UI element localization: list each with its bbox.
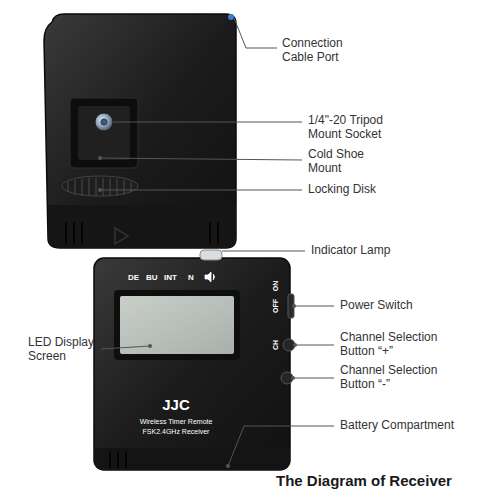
- socket-hole: [101, 119, 108, 126]
- callout-label: Connection Cable Port: [282, 37, 372, 65]
- vent-slots: [66, 222, 218, 244]
- receiver-back-view: [44, 14, 236, 248]
- switch-marking: ON: [272, 281, 280, 292]
- callout-label: LED Display Screen: [28, 336, 100, 364]
- tripod-socket: [95, 113, 113, 131]
- callout-label: Locking Disk: [308, 183, 376, 197]
- housing: [94, 258, 290, 470]
- product-name: Wireless Timer Remote: [140, 418, 213, 426]
- callout-label: Channel Selection Button “+”: [340, 331, 452, 359]
- led-display-screen: [120, 296, 234, 354]
- callout-label: Indicator Lamp: [311, 244, 390, 258]
- callout-label: Battery Compartment: [340, 419, 454, 433]
- product-name: FSK2.4GHz Receiver: [143, 428, 210, 436]
- button-marking: CH: [272, 340, 280, 350]
- switch-marking: OFF: [272, 299, 280, 313]
- cold-shoe-mount: [70, 98, 138, 168]
- callout-label: Power Switch: [340, 299, 413, 313]
- brand-logo: JJC: [162, 396, 190, 413]
- mode-indicator: INT: [164, 273, 177, 282]
- indicator-lamp: [200, 250, 222, 260]
- vent-slots: [110, 452, 126, 468]
- callout-label: Channel Selection Button “-”: [340, 364, 452, 392]
- housing-bottom: [48, 205, 236, 248]
- housing: [44, 14, 236, 248]
- callout-label: 1/4"-20 Tripod Mount Socket: [308, 114, 408, 142]
- screen-bezel: [114, 290, 240, 360]
- receiver-front-view: [94, 250, 295, 470]
- speaker-icon: [205, 272, 215, 282]
- cable-port: [228, 14, 234, 20]
- disk-ridges: [68, 178, 131, 196]
- mode-indicator: DE: [128, 273, 139, 282]
- leader-lines: [100, 18, 334, 466]
- cold-shoe-plate: [78, 106, 130, 160]
- diagram-title: The Diagram of Receiver: [276, 472, 452, 489]
- callout-label: Cold Shoe Mount: [308, 148, 380, 176]
- locking-disk: [62, 176, 138, 196]
- arrow-mark: [115, 228, 128, 244]
- mode-indicator: N: [188, 273, 194, 282]
- mode-indicator: BU: [146, 273, 158, 282]
- battery-compartment: [94, 448, 290, 470]
- leader-dots: [98, 120, 297, 468]
